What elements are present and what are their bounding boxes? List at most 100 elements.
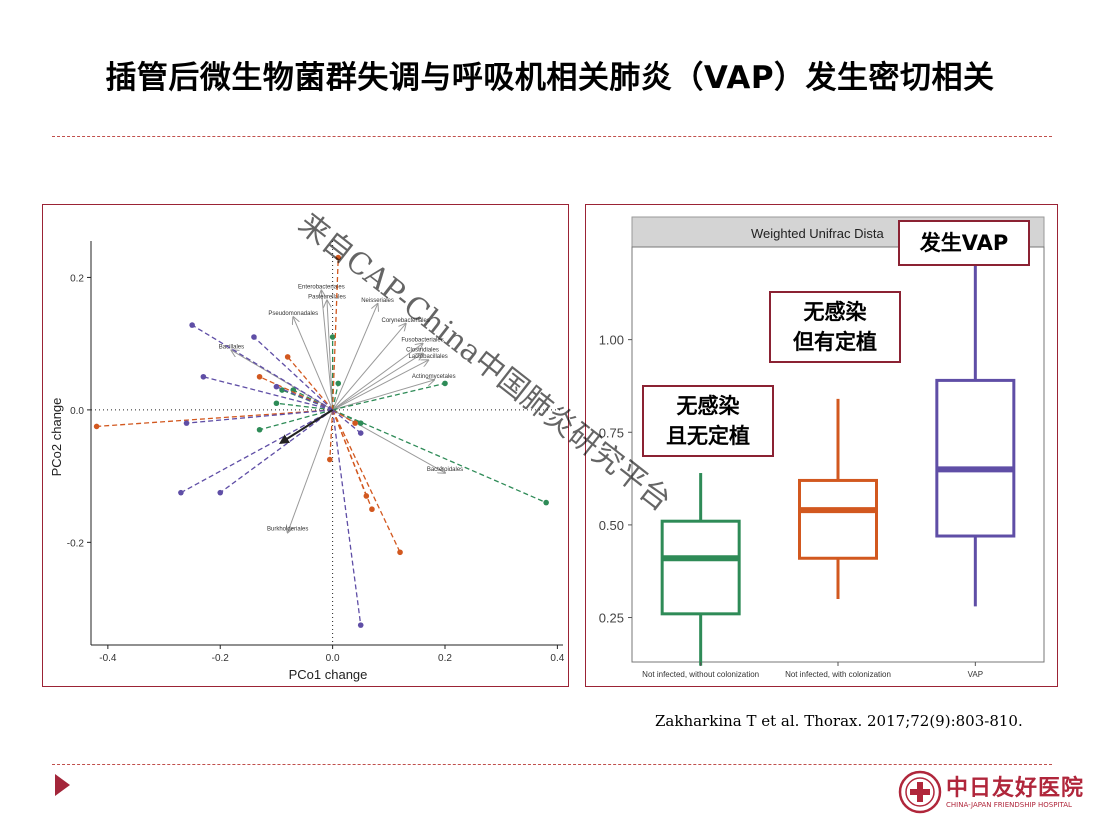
sample-point: [357, 622, 364, 628]
loading-arrow: [332, 304, 378, 411]
loading-arrow: [321, 291, 334, 410]
pcoa-x-tick-label: 0.4: [550, 653, 564, 664]
pcoa-x-tick-label: 0.2: [438, 653, 452, 664]
callout-none-line2: 且无定植: [666, 424, 750, 448]
sample-point: [352, 420, 358, 426]
pcoa-y-axis-label: PCo2 change: [49, 398, 64, 477]
box-x-tick-label: Not infected, with colonization: [785, 670, 891, 679]
sample-vector: [276, 402, 333, 411]
pcoa-x-tick-label: -0.4: [99, 653, 117, 664]
box-y-tick-label: 1.00: [599, 333, 624, 348]
sample-vector: [276, 386, 333, 411]
sample-vector: [292, 389, 333, 411]
box-y-tick-label: 0.25: [599, 611, 624, 626]
sample-vector: [332, 409, 356, 424]
pcoa-y-tick-label: -0.2: [67, 538, 85, 549]
sample-point: [363, 493, 370, 499]
loading-label: Lactobacillales: [408, 354, 447, 360]
callout-vap: 发生VAP: [898, 220, 1030, 266]
loading-label: Neisseriales: [361, 298, 394, 304]
sample-vector: [180, 409, 333, 494]
sample-point: [273, 400, 280, 407]
sample-point: [357, 430, 364, 436]
loading-label: Corynebacteriales: [381, 318, 429, 324]
sample-point: [93, 423, 100, 430]
loading-label: Bacteroidales: [427, 467, 463, 473]
sample-point: [189, 322, 195, 328]
loading-label: Actinomycetales: [412, 374, 456, 380]
sample-point: [329, 334, 336, 340]
box-iqr: [798, 478, 878, 560]
callout-none-line1: 无感染: [676, 394, 740, 418]
hospital-name-en: CHINA-JAPAN FRIENDSHIP HOSPITAL: [946, 801, 1072, 809]
sample-vector: [191, 324, 333, 411]
boxplot-title: Weighted Unifrac Dista: [751, 226, 884, 241]
loading-label: Pseudomonadales: [268, 311, 318, 317]
sample-point: [251, 334, 257, 340]
loading-label: Fusobacteriales: [401, 338, 443, 344]
box-iqr: [660, 519, 741, 616]
callout-none: 无感染 且无定植: [642, 385, 774, 457]
sample-vector: [259, 409, 333, 431]
sample-point: [256, 426, 263, 433]
sample-point: [256, 373, 263, 380]
hospital-logo: 中日友好医院 CHINA-JAPAN FRIENDSHIP HOSPITAL: [898, 770, 1083, 815]
sample-point: [335, 254, 342, 261]
loading-arrow: [332, 380, 434, 411]
sample-vector: [329, 409, 334, 460]
sample-point: [200, 373, 207, 380]
loading-label: Burkholderiales: [267, 526, 308, 532]
sample-vector: [332, 409, 547, 504]
box-iqr: [935, 378, 1016, 538]
sample-vector: [332, 409, 401, 553]
top-divider: [52, 136, 1052, 137]
box-y-tick-label: 0.50: [599, 518, 624, 533]
sample-point: [217, 489, 224, 496]
sample-vector: [186, 409, 333, 424]
pcoa-y-tick-label: 0.0: [70, 406, 84, 417]
loading-arrow: [293, 317, 334, 411]
sample-vector: [219, 409, 334, 494]
hospital-emblem-icon: [898, 770, 942, 814]
pcoa-x-tick-label: 0.0: [326, 653, 340, 664]
sample-point: [335, 380, 342, 387]
loading-arrow: [332, 344, 423, 411]
sample-point: [369, 506, 375, 513]
sample-point: [327, 456, 333, 463]
loading-arrow: [288, 409, 334, 533]
loading-arrow: [327, 301, 334, 410]
sample-vector: [331, 257, 339, 410]
sample-vector: [287, 356, 334, 411]
sample-vector: [96, 409, 333, 428]
sample-vector: [203, 376, 333, 411]
sample-vector: [331, 409, 362, 626]
callout-vap-text: 发生VAP: [919, 231, 1009, 255]
nav-triangle-icon: [55, 774, 70, 796]
loading-arrow: [332, 354, 423, 411]
pcoa-x-axis-label: PCo1 change: [289, 667, 368, 682]
loading-label: Clostridiales: [406, 348, 439, 354]
reference-citation: Zakharkina T et al. Thorax. 2017;72(9):8…: [655, 712, 1023, 730]
loading-label: Enterobacteriales: [298, 285, 345, 291]
sample-point: [543, 499, 549, 506]
pcoa-plot: EnterobacterialesPasteurellalesNeisseria…: [49, 241, 565, 682]
callout-colonized-line2: 但有定植: [793, 330, 877, 354]
loading-label: Bacillales: [219, 344, 244, 350]
callout-colonized: 无感染 但有定植: [769, 291, 901, 363]
box-x-tick-label: VAP: [968, 670, 983, 679]
sample-vector: [259, 376, 333, 411]
box-y-tick-label: 0.75: [599, 425, 624, 440]
loading-label: Pasteurellales: [308, 295, 346, 301]
sample-vector: [331, 383, 339, 411]
sample-vector: [332, 409, 362, 434]
loading-arrow: [332, 324, 406, 411]
loading-arrow: [332, 409, 445, 473]
sample-point: [442, 380, 448, 387]
mean-shift-arrow: [278, 409, 334, 444]
slide-title: 插管后微生物菌群失调与呼吸机相关肺炎（VAP）发生密切相关: [105, 60, 995, 96]
sample-point: [273, 383, 280, 390]
sample-point: [178, 489, 184, 496]
sample-point: [397, 549, 403, 556]
loading-arrow: [332, 360, 429, 411]
